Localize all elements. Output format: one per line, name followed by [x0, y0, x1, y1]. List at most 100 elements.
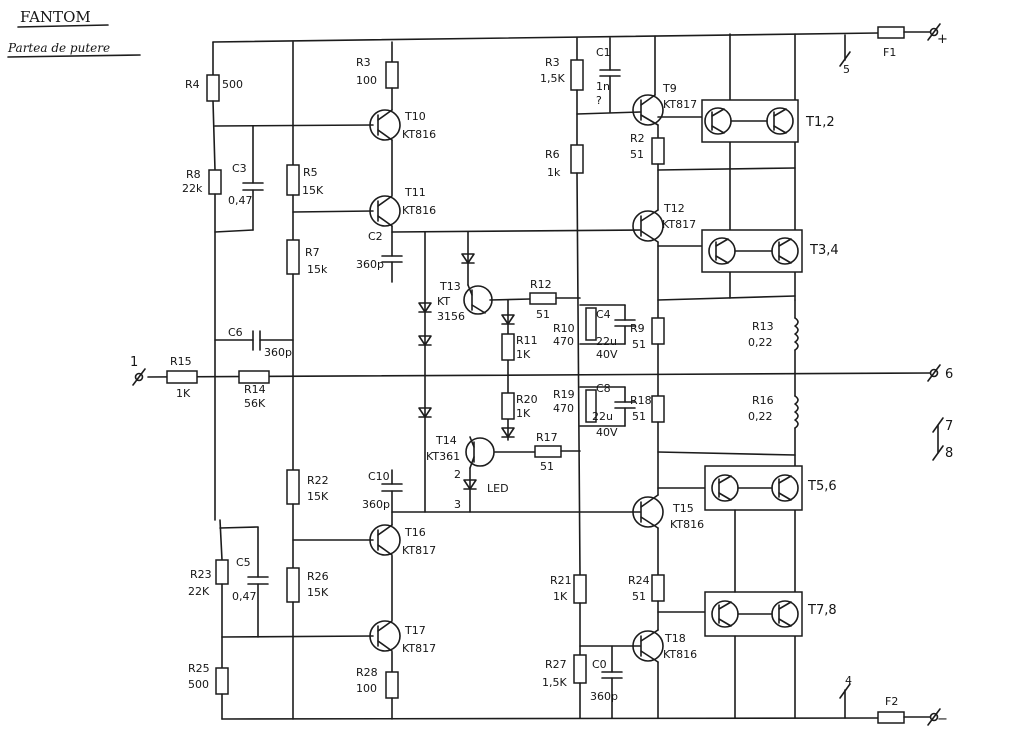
c5-value: 0,47 — [232, 590, 257, 603]
r21-value: 1K — [553, 590, 568, 603]
f2-label: F2 — [885, 695, 898, 708]
r25-label: R25 — [188, 662, 210, 675]
left-column-wiring — [206, 41, 374, 720]
r3a-label: R3 — [356, 56, 371, 69]
r5-label: R5 — [303, 166, 318, 179]
r16-value: 0,22 — [748, 410, 773, 423]
t17-label: T17 — [404, 624, 426, 637]
r7-value: 15k — [307, 263, 328, 276]
transistor-t16 — [369, 524, 401, 556]
r10-label: R10 — [553, 322, 575, 335]
c0-label: C0 — [592, 658, 607, 671]
node-6-label: 6 — [945, 367, 953, 382]
r26-value: 15K — [307, 586, 329, 599]
t7-t8-label: T7,8 — [807, 603, 837, 618]
r7-label: R7 — [305, 246, 320, 259]
r18-value: 51 — [632, 410, 646, 423]
r27-label: R27 — [545, 658, 567, 671]
node-8-label: 8 — [945, 446, 953, 461]
transistor-pair-t5-t6 — [711, 474, 799, 502]
transistor-t13 — [463, 284, 493, 315]
r6-label: R6 — [545, 148, 560, 161]
t13-number: 3156 — [437, 310, 465, 323]
transistor-t14 — [465, 436, 495, 469]
c8-value: 22u — [592, 410, 613, 423]
t12-type: KT817 — [662, 218, 696, 231]
r9-label: R9 — [630, 322, 645, 335]
r20-value: 1K — [516, 407, 531, 420]
r9-value: 51 — [632, 338, 646, 351]
r21-label: R21 — [550, 574, 572, 587]
subtitle: Partea de putere — [7, 41, 110, 55]
c10-label: C10 — [368, 470, 390, 483]
title-underline — [17, 24, 109, 28]
r19-label: R19 — [553, 388, 575, 401]
t5-t6-label: T5,6 — [807, 479, 837, 494]
t12-label: T12 — [663, 202, 685, 215]
transistor-pair-t3-t4 — [708, 237, 799, 265]
r12-label: R12 — [530, 278, 552, 291]
f1-label: F1 — [883, 46, 896, 59]
r5-value: 15K — [302, 184, 324, 197]
r2-value: 51 — [630, 148, 644, 161]
c4-label: C4 — [596, 308, 611, 321]
c0-value: 360p — [590, 690, 618, 703]
r24-value: 51 — [632, 590, 646, 603]
r2-label: R2 — [630, 132, 645, 145]
r17-value: 51 — [540, 460, 554, 473]
node-minus-label: − — [937, 712, 948, 727]
t11-type: KT816 — [402, 204, 436, 217]
r22-label: R22 — [307, 474, 329, 487]
output-driver-wiring — [651, 35, 796, 719]
t14-type: KT361 — [426, 450, 460, 463]
r13-label: R13 — [752, 320, 774, 333]
led-label: LED — [487, 482, 509, 495]
r12-value: 51 — [536, 308, 550, 321]
r19-value: 470 — [553, 402, 574, 415]
r26-label: R26 — [307, 570, 329, 583]
t13-label: T13 — [439, 280, 461, 293]
t10-type: KT816 — [402, 128, 436, 141]
r14-value: 56K — [244, 397, 266, 410]
transistor-t9 — [632, 94, 664, 126]
r11-value: 1K — [516, 348, 531, 361]
c2-label: C2 — [368, 230, 383, 243]
led-pin-3: 3 — [454, 498, 461, 511]
r22-value: 15K — [307, 490, 329, 503]
transistor-t17 — [369, 620, 401, 652]
r3b-label: R3 — [545, 56, 560, 69]
c6-value: 360p — [264, 346, 292, 359]
transistor-t18 — [632, 629, 664, 663]
t9-label: T9 — [662, 82, 677, 95]
c1-label: C1 — [596, 46, 611, 59]
r14-label: R14 — [244, 383, 266, 396]
transistor-t15 — [632, 494, 664, 529]
c8-label: C8 — [596, 382, 611, 395]
r10-value: 470 — [553, 335, 574, 348]
r8-value: 22k — [182, 182, 203, 195]
title: FANTOM — [20, 8, 91, 26]
r8-label: R8 — [186, 168, 201, 181]
right-driver-wiring — [570, 37, 641, 719]
transistor-t10 — [369, 109, 401, 141]
node-4-label: 4 — [845, 674, 852, 687]
t13-type: KT — [437, 295, 450, 308]
r3b-value: 1,5K — [540, 72, 565, 85]
r15-label: R15 — [170, 355, 192, 368]
node-7-label: 7 — [945, 419, 953, 434]
driver-column-wiring — [381, 41, 641, 720]
t18-label: T18 — [664, 632, 686, 645]
output-line — [147, 364, 941, 382]
r4-value: 500 — [222, 78, 243, 91]
c4-value: 22u — [596, 335, 617, 348]
node-1-label: 1 — [130, 355, 138, 370]
input-terminal — [132, 368, 146, 386]
r4-label: R4 — [185, 78, 200, 91]
r24-label: R24 — [628, 574, 650, 587]
r6-value: 1k — [547, 166, 561, 179]
c4-voltage: 40V — [596, 348, 618, 361]
t18-type: KT816 — [663, 648, 697, 661]
transistor-pair-t7-t8 — [711, 600, 799, 628]
r17-label: R17 — [536, 431, 558, 444]
c1-value: 1n — [596, 80, 610, 93]
